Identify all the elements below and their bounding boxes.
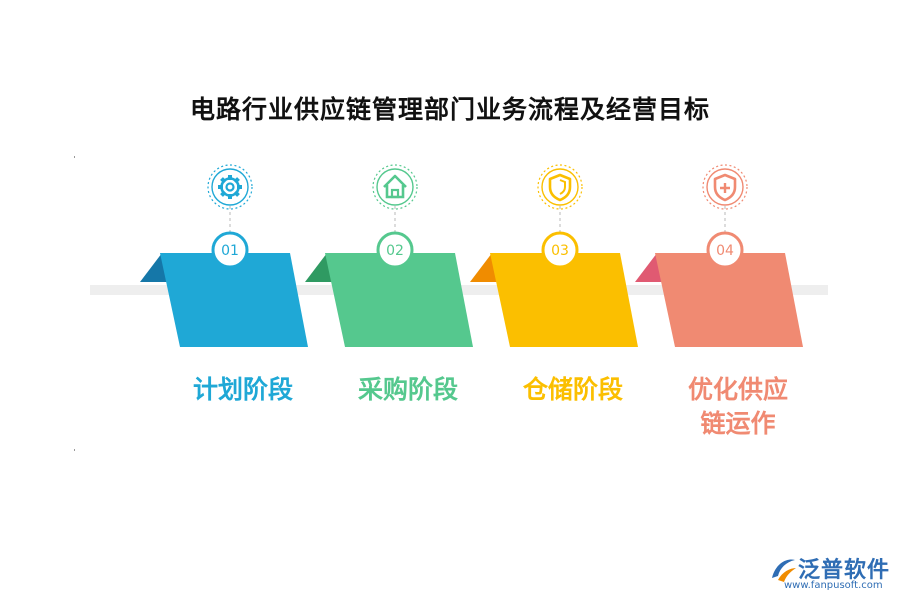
stage-number: 04	[716, 243, 734, 259]
stage-number: 03	[551, 243, 569, 259]
page-title: 电路行业供应链管理部门业务流程及经营目标	[189, 95, 710, 124]
stage-icon-ring	[372, 164, 418, 210]
brand-name: 泛普软件	[798, 558, 891, 583]
stage-icon-ring	[537, 164, 583, 210]
stage-label: 仓储阶段	[498, 373, 648, 407]
stage-number-circle	[211, 231, 249, 269]
stage-4: 04	[635, 164, 803, 347]
brand-url: www.fanpusoft.com	[784, 580, 883, 591]
stage-label-line: 计划阶段	[192, 375, 293, 404]
stage-icon-inner-ring	[706, 168, 744, 206]
edge-tick-bottom	[74, 449, 75, 451]
stage-1: 01	[140, 164, 308, 347]
stage-banner	[325, 253, 473, 347]
stage-number-circle	[706, 231, 744, 269]
house-icon	[383, 174, 407, 199]
stage-banner	[490, 253, 638, 347]
stage-number: 01	[221, 243, 239, 259]
stage-banner	[655, 253, 803, 347]
stage-label: 计划阶段	[168, 373, 318, 407]
stage-icon-inner-ring	[376, 168, 414, 206]
stage-label: 采购阶段	[333, 373, 483, 407]
stage-number: 02	[386, 243, 404, 259]
stage-icon-ring	[207, 164, 253, 210]
edge-tick-top	[74, 156, 75, 158]
stage-label-line: 链运作	[700, 409, 776, 438]
gear-icon	[218, 175, 242, 199]
stage-banner	[160, 253, 308, 347]
stage-3: 03	[470, 164, 638, 347]
brand-logo-icon	[772, 559, 796, 582]
stage-label-line: 优化供应	[687, 375, 788, 404]
stage-label: 优化供应链运作	[663, 373, 813, 441]
stage-icon-ring	[702, 164, 748, 210]
stage-label-line: 采购阶段	[357, 375, 458, 404]
medical-shield-icon	[713, 173, 737, 202]
stage-number-circle	[541, 231, 579, 269]
stage-2: 02	[305, 164, 473, 347]
stage-number-circle	[376, 231, 414, 269]
stage-icon-inner-ring	[211, 168, 249, 206]
stage-icon-inner-ring	[541, 168, 579, 206]
brand-logo: 泛普软件 www.fanpusoft.com	[768, 552, 898, 596]
stage-label-line: 仓储阶段	[522, 375, 623, 404]
shield-icon	[548, 173, 572, 202]
